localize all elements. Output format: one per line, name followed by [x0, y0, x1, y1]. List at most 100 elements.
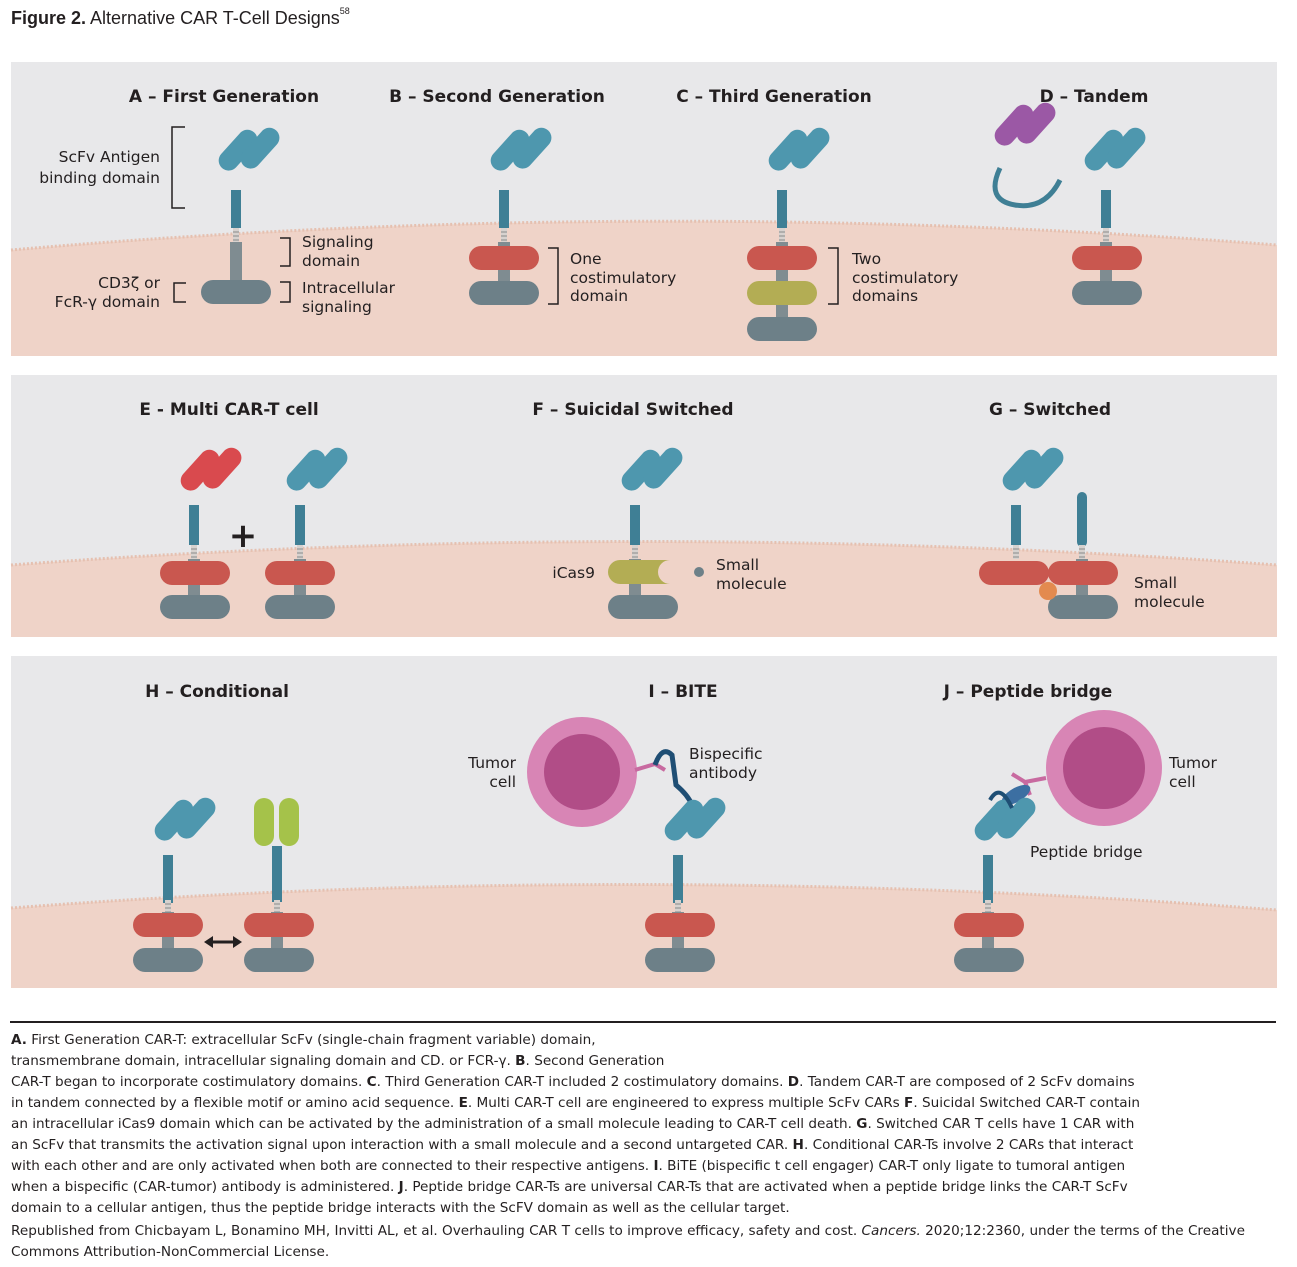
caption-line: an ScFv that transmits the activation si…: [11, 1135, 1273, 1156]
label-cd3-1: CD3ζ or: [98, 274, 160, 292]
label-f-small: Small: [716, 556, 759, 574]
caption-text: transmembrane domain, intracellular sign…: [11, 1053, 516, 1069]
caption-text: . Second Generation: [525, 1053, 665, 1069]
label-one-domain: domain: [570, 287, 628, 305]
title-b: B – Second Generation: [389, 87, 605, 107]
label-icas9: iCas9: [552, 564, 595, 582]
caption-text: . Conditional CAR-Ts involve 2 CARs that…: [803, 1137, 1134, 1153]
caption-line: transmembrane domain, intracellular sign…: [11, 1051, 1273, 1072]
caption-key: G: [856, 1116, 868, 1132]
credit-journal: Cancers.: [861, 1223, 921, 1239]
label-scfv-1: ScFv Antigen: [59, 148, 160, 166]
credit-text-2: 2020;12:2360, under the terms of the Cre…: [11, 1223, 1245, 1260]
caption-text: domain to a cellular antigen, thus the p…: [11, 1200, 790, 1216]
figure-ref: 58: [339, 6, 350, 16]
figure-caption: A. First Generation CAR-T: extracellular…: [11, 1030, 1273, 1219]
label-signaling-2: domain: [302, 252, 360, 270]
caption-text: . Switched CAR T cells have 1 CAR with: [867, 1116, 1135, 1132]
label-g-small: Small: [1134, 574, 1177, 592]
caption-text: . Suicidal Switched CAR-T contain: [913, 1095, 1140, 1111]
caption-key: B: [515, 1053, 526, 1069]
car-switched: [979, 443, 1118, 619]
small-molecule: [1039, 582, 1057, 600]
car-peptide-bridge: [954, 710, 1162, 972]
panel-row-1: [10, 62, 1278, 356]
caption-text: with each other and are only activated w…: [11, 1158, 654, 1174]
title-c: C – Third Generation: [676, 87, 872, 107]
costim-domain: [469, 246, 539, 270]
title-j: J – Peptide bridge: [943, 682, 1113, 702]
caption-line: CAR-T began to incorporate costimulatory…: [11, 1072, 1273, 1093]
figure-credit: Republished from Chicbayam L, Bonamino M…: [11, 1221, 1281, 1263]
label-two-domains: domains: [852, 287, 918, 305]
car-second-generation: [469, 123, 559, 305]
car-conditional: [133, 793, 314, 972]
car-bite: [527, 717, 730, 972]
car-tandem: [990, 98, 1150, 305]
caption-text: . Tandem CAR-T are composed of 2 ScFv do…: [799, 1074, 1135, 1090]
caption-line: domain to a cellular antigen, thus the p…: [11, 1198, 1273, 1219]
icas9-domain: [608, 560, 670, 584]
caption-key: A.: [11, 1032, 27, 1048]
caption-text: CAR-T began to incorporate costimulatory…: [11, 1074, 367, 1090]
label-g-molecule: molecule: [1134, 593, 1205, 611]
title-e: E - Multi CAR-T cell: [139, 400, 318, 420]
caption-text: . BiTE (bispecific t cell engager) CAR-T…: [658, 1158, 1126, 1174]
caption-text: . Third Generation CAR-T included 2 cost…: [376, 1074, 788, 1090]
title-a: A – First Generation: [129, 87, 319, 107]
caption-key: H: [792, 1137, 804, 1153]
caption-line: with each other and are only activated w…: [11, 1156, 1273, 1177]
costim-domain-2: [747, 281, 817, 305]
label-intracellular-2: signaling: [302, 298, 372, 316]
credit-text-1: Republished from Chicbayam L, Bonamino M…: [11, 1223, 862, 1239]
small-molecule: [694, 567, 704, 577]
caption-key: D: [787, 1074, 800, 1090]
label-i-cell: cell: [489, 773, 516, 791]
title-f: F – Suicidal Switched: [532, 400, 733, 420]
caption-line: in tandem connected by a flexible motif …: [11, 1093, 1273, 1114]
title-d: D – Tandem: [1040, 87, 1149, 107]
caption-key: E: [458, 1095, 468, 1111]
label-intracellular-1: Intracellular: [302, 279, 396, 297]
label-antibody: antibody: [689, 764, 757, 782]
caption-line: an intracellular iCas9 domain which can …: [11, 1114, 1273, 1135]
caption-text: when a bispecific (CAR-tumor) antibody i…: [11, 1179, 399, 1195]
cd3-domain: [201, 280, 271, 304]
caption-key: J: [398, 1179, 404, 1195]
caption-text: First Generation CAR-T: extracellular Sc…: [26, 1032, 596, 1048]
label-two: Two: [851, 250, 881, 268]
signaling-domain: [230, 242, 242, 280]
caption-text: . Multi CAR-T cell are engineered to exp…: [467, 1095, 905, 1111]
label-cd3-2: FcR-γ domain: [55, 293, 160, 311]
label-bispecific: Bispecific: [689, 745, 763, 763]
label-j-cell: cell: [1169, 773, 1196, 791]
caption-text: an intracellular iCas9 domain which can …: [11, 1116, 857, 1132]
title-i: I – BITE: [648, 682, 717, 702]
caption-key: F: [904, 1095, 914, 1111]
label-one-costim: costimulatory: [570, 269, 676, 287]
title-g: G – Switched: [989, 400, 1111, 420]
figure-title: Figure 2. Alternative CAR T-Cell Designs…: [11, 6, 350, 29]
caption-text: . Peptide bridge CAR-Ts are universal CA…: [403, 1179, 1128, 1195]
car-third-generation: [747, 123, 839, 341]
label-one: One: [570, 250, 602, 268]
caption-rule: [10, 1021, 1276, 1023]
label-peptide-bridge: Peptide bridge: [1030, 843, 1143, 861]
plus-sign: +: [229, 516, 258, 556]
caption-key: I: [653, 1158, 659, 1174]
label-two-costim: costimulatory: [852, 269, 958, 287]
caption-line: A. First Generation CAR-T: extracellular…: [11, 1030, 1273, 1051]
car-multi: [160, 443, 352, 619]
figure-label: Figure 2.: [11, 8, 87, 28]
title-h: H – Conditional: [145, 682, 289, 702]
label-i-tumor: Tumor: [467, 754, 517, 772]
label-j-tumor: Tumor: [1168, 754, 1218, 772]
caption-text: in tandem connected by a flexible motif …: [11, 1095, 459, 1111]
car-t-diagram: A – First Generation B – Second Generati…: [10, 62, 1278, 988]
label-f-molecule: molecule: [716, 575, 787, 593]
caption-key: C: [366, 1074, 377, 1090]
caption-text: an ScFv that transmits the activation si…: [11, 1137, 793, 1153]
figure-title-text: Alternative CAR T-Cell Designs: [90, 8, 340, 28]
label-scfv-2: binding domain: [39, 169, 160, 187]
caption-line: when a bispecific (CAR-tumor) antibody i…: [11, 1177, 1273, 1198]
